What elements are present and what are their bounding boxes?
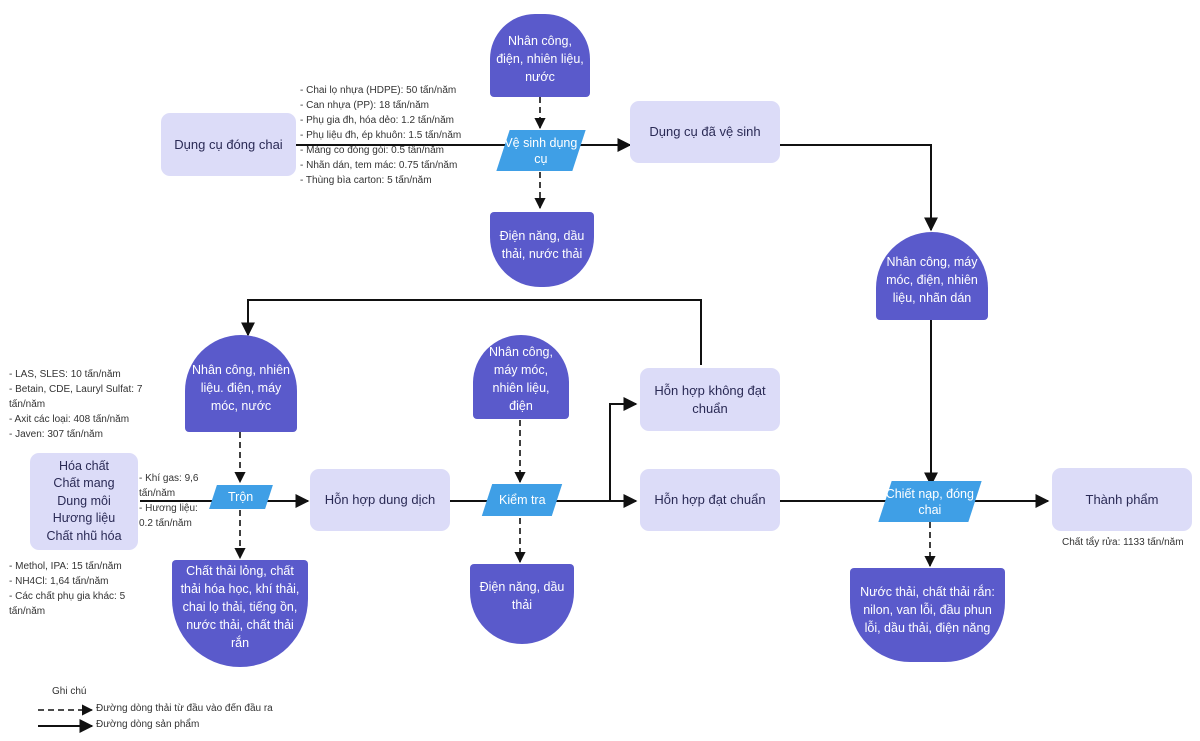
finished-product-node: Thành phẩm bbox=[1052, 468, 1192, 531]
cleaning-process-label: Vệ sinh dụng cụ bbox=[504, 135, 578, 166]
note-line: - Khí gas: 9,6 tấn/năm bbox=[139, 473, 199, 499]
bottling-output-label: Nước thải, chất thải rắn: nilon, van lỗi… bbox=[860, 585, 995, 635]
inspection-input-label: Nhân công, máy móc, nhiên liệu, điện bbox=[489, 345, 553, 413]
raw-chemicals-line: Chất nhũ hóa bbox=[46, 528, 122, 543]
bottling-process-label: Chiết nạp, đóng chai bbox=[885, 486, 975, 517]
note-line: - NH4Cl: 1,64 tấn/năm bbox=[9, 576, 109, 587]
note-line: - Axit các loại: 408 tấn/năm bbox=[9, 414, 130, 425]
cleaning-output-label: Điện năng, dầu thải, nước thải bbox=[499, 228, 585, 261]
cleaning-process-node: Vệ sinh dụng cụ bbox=[496, 130, 586, 171]
note-line: - Nhãn dán, tem mác: 0.75 tấn/năm bbox=[300, 160, 458, 171]
bottling-input-node: Nhân công, máy móc, điện, nhiên liệu, nh… bbox=[876, 232, 988, 320]
legend-title: Ghi chú bbox=[52, 686, 87, 697]
bottling-process-node: Chiết nạp, đóng chai bbox=[878, 481, 982, 522]
cleaning-output-node: Điện năng, dầu thải, nước thải bbox=[490, 212, 594, 287]
inspection-output-node: Điện năng, dầu thải bbox=[470, 564, 574, 644]
cleaned-tools-node: Dụng cụ đã vệ sinh bbox=[630, 101, 780, 163]
bottling-input-label: Nhân công, máy móc, điện, nhiên liệu, nh… bbox=[886, 255, 978, 305]
product-flow-line bbox=[241, 299, 702, 365]
chemicals-top-note: - LAS, SLES: 10 tấn/năm - Betain, CDE, L… bbox=[9, 367, 159, 442]
note-line: - Thùng bìa carton: 5 tấn/năm bbox=[300, 175, 432, 186]
bottling-tools-label: Dụng cụ đóng chai bbox=[174, 136, 283, 152]
cleaning-input-node: Nhân công, điện, nhiên liệu, nước bbox=[490, 14, 590, 97]
raw-chemicals-line: Chất mang bbox=[53, 476, 115, 491]
note-line: - LAS, SLES: 10 tấn/năm bbox=[9, 369, 121, 380]
note-line: - Methol, IPA: 15 tấn/năm bbox=[9, 561, 122, 572]
note-line: - Javen: 307 tấn/năm bbox=[9, 429, 103, 440]
legend-dashed-label: Đường dòng thải từ đầu vào đến đầu ra bbox=[96, 703, 273, 714]
solution-mixture-label: Hỗn hợp dung dịch bbox=[324, 492, 436, 507]
passed-mixture-node: Hỗn hợp đạt chuẩn bbox=[640, 469, 780, 531]
packaging-materials-note: - Chai lọ nhựa (HDPE): 50 tấn/năm - Can … bbox=[300, 83, 461, 188]
cleaning-input-label: Nhân công, điện, nhiên liệu, nước bbox=[496, 33, 584, 84]
note-line: - Betain, CDE, Lauryl Sulfat: 7 tấn/năm bbox=[9, 384, 143, 410]
mixing-output-node: Chất thải lỏng, chất thải hóa học, khí t… bbox=[172, 560, 308, 667]
gas-flavor-note: - Khí gas: 9,6 tấn/năm - Hương liệu: 0.2… bbox=[139, 471, 209, 531]
product-output-note: Chất tẩy rửa: 1133 tấn/năm bbox=[1062, 535, 1184, 550]
inspection-process-node: Kiểm tra bbox=[481, 484, 563, 516]
mixing-input-label: Nhân công, nhiên liệu. điện, máy móc, nư… bbox=[192, 362, 290, 413]
failed-mixture-label: Hỗn hợp không đạt chuẩn bbox=[654, 382, 766, 416]
solution-mixture-node: Hỗn hợp dung dịch bbox=[310, 469, 450, 531]
failed-mixture-node: Hỗn hợp không đạt chuẩn bbox=[640, 368, 780, 431]
inspection-output-label: Điện năng, dầu thải bbox=[479, 580, 565, 612]
bottling-tools-node: Dụng cụ đóng chai bbox=[161, 113, 296, 176]
raw-chemicals-line: Hương liệu bbox=[52, 511, 116, 526]
note-line: - Màng co đóng gói: 0.5 tấn/năm bbox=[300, 145, 444, 156]
mixing-process-label: Trộn bbox=[228, 490, 254, 504]
raw-chemicals-line: Hóa chất bbox=[58, 458, 110, 473]
chemicals-bottom-note: - Methol, IPA: 15 tấn/năm - NH4Cl: 1,64 … bbox=[9, 559, 149, 619]
note-line: - Hương liệu: 0.2 tấn/năm bbox=[139, 503, 198, 529]
mixing-process-node: Trộn bbox=[209, 485, 273, 509]
note-line: Chất tẩy rửa: 1133 tấn/năm bbox=[1062, 537, 1184, 548]
mixing-output-label: Chất thải lỏng, chất thải hóa học, khí t… bbox=[180, 563, 300, 650]
passed-mixture-label: Hỗn hợp đạt chuẩn bbox=[654, 492, 766, 507]
note-line: - Can nhựa (PP): 18 tấn/năm bbox=[300, 100, 429, 111]
note-line: - Phụ gia đh, hóa dẻo: 1.2 tấn/năm bbox=[300, 115, 454, 126]
raw-chemicals-line: Dung môi bbox=[57, 493, 111, 508]
product-flow-line bbox=[780, 144, 938, 232]
note-line: - Phụ liệu đh, ép khuôn: 1.5 tấn/năm bbox=[300, 130, 462, 141]
note-line: - Chai lọ nhựa (HDPE): 50 tấn/năm bbox=[300, 85, 457, 96]
bottling-output-node: Nước thải, chất thải rắn: nilon, van lỗi… bbox=[850, 568, 1005, 662]
cleaned-tools-label: Dụng cụ đã vệ sinh bbox=[649, 124, 761, 139]
inspection-process-label: Kiểm tra bbox=[498, 493, 546, 507]
finished-product-label: Thành phẩm bbox=[1085, 491, 1159, 507]
legend-solid-label: Đường dòng sản phẩm bbox=[96, 719, 200, 730]
mixing-input-node: Nhân công, nhiên liệu. điện, máy móc, nư… bbox=[185, 335, 297, 432]
raw-chemicals-node: Hóa chất Chất mang Dung môi Hương liệu C… bbox=[30, 453, 138, 550]
product-flow-line bbox=[609, 397, 638, 501]
inspection-input-node: Nhân công, máy móc, nhiên liệu, điện bbox=[473, 335, 569, 419]
note-line: - Các chất phụ gia khác: 5 tấn/năm bbox=[9, 591, 126, 617]
